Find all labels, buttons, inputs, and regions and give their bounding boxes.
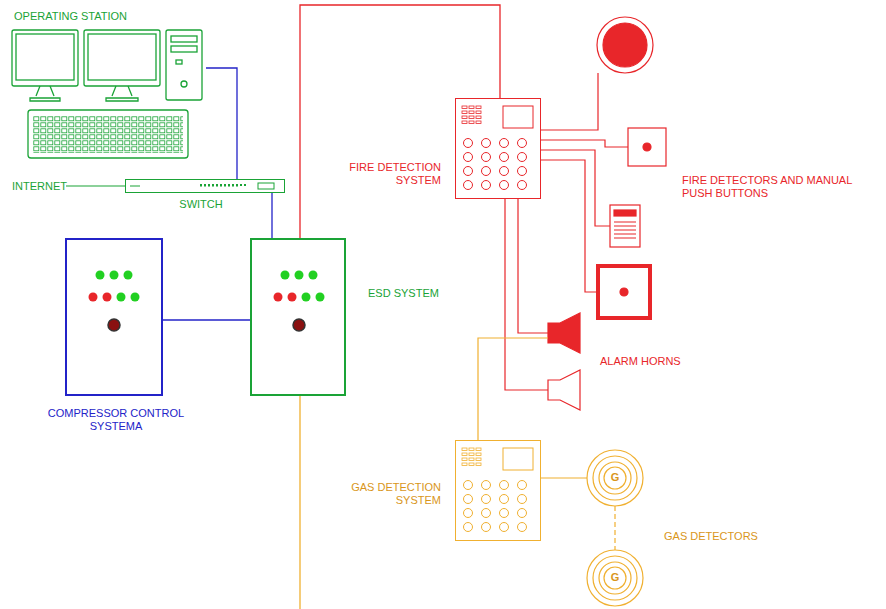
connector-wire bbox=[163, 319, 250, 320]
detector-letter: G bbox=[605, 471, 625, 484]
gas-panel: GAS DETECTION SYSTEM bbox=[455, 440, 541, 541]
computer-figure bbox=[12, 30, 202, 158]
control-panel: ESD SYSTEM bbox=[250, 238, 346, 396]
node-label: FIRE DETECTION SYSTEM bbox=[321, 161, 441, 187]
operating-station: OPERATING STATION bbox=[10, 8, 206, 160]
device-label: FIRE DETECTORS AND MANUAL PUSH BUTTONS bbox=[682, 174, 882, 200]
detector-letter: G bbox=[605, 571, 625, 584]
node-label: ESD SYSTEM bbox=[368, 287, 478, 300]
fire-panel: FIRE DETECTION SYSTEM bbox=[455, 98, 541, 199]
connector-wire bbox=[206, 68, 237, 179]
switch-figure bbox=[130, 183, 274, 189]
gas-devices bbox=[478, 338, 643, 606]
node-label: OPERATING STATION bbox=[14, 10, 194, 23]
device-label: GAS DETECTORS bbox=[664, 530, 794, 543]
panel-details bbox=[89, 106, 534, 532]
network-switch: SWITCH bbox=[125, 179, 285, 193]
port-label: INTERNET bbox=[12, 180, 72, 193]
fire-devices bbox=[505, 17, 666, 410]
node-label: GAS DETECTION SYSTEM bbox=[321, 481, 441, 507]
control-panel: COMPRESSOR CONTROL SYSTEMA bbox=[65, 238, 163, 396]
device-label: ALARM HORNS bbox=[600, 355, 710, 368]
connector-wire bbox=[271, 193, 272, 238]
node-label: SWITCH bbox=[161, 198, 241, 211]
connector-wire bbox=[300, 5, 500, 238]
node-label: COMPRESSOR CONTROL SYSTEMA bbox=[32, 407, 200, 433]
